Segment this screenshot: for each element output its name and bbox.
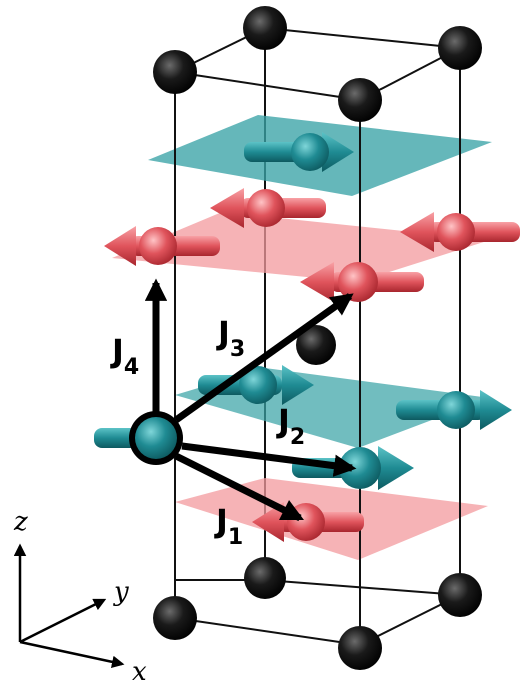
j4-label: J4 — [110, 332, 139, 380]
j2-label: J2 — [276, 402, 305, 450]
black-atom — [244, 557, 286, 599]
black-atom — [153, 50, 197, 94]
red-spin — [104, 226, 220, 266]
red-plane-upper — [112, 212, 490, 282]
j1-label: J1 — [214, 502, 243, 550]
x-axis-label: x — [132, 657, 147, 686]
black-atom — [243, 6, 287, 50]
black-atom — [338, 78, 382, 122]
red-spins-upper — [104, 188, 520, 302]
red-spin — [210, 188, 326, 228]
teal-spin-upper — [244, 132, 354, 172]
y-axis — [19, 598, 107, 644]
z-axis-label: z — [13, 507, 28, 537]
j2-vector — [181, 442, 357, 477]
y-axis-label: y — [113, 577, 129, 607]
reference-atom — [129, 411, 183, 465]
black-atoms — [153, 6, 482, 670]
coordinate-axes — [13, 543, 125, 669]
j3-vector — [173, 293, 354, 423]
x-axis — [19, 640, 125, 669]
red-spin — [300, 262, 424, 302]
black-atom — [296, 325, 336, 365]
red-spin — [400, 212, 520, 252]
teal-spin — [396, 390, 512, 430]
black-atom — [338, 626, 382, 670]
black-atom — [153, 596, 197, 640]
coupling-vectors — [144, 278, 357, 522]
black-atom — [438, 26, 482, 70]
black-atom — [438, 573, 482, 617]
j1-vector — [174, 452, 305, 522]
j3-label: J3 — [216, 314, 245, 362]
teal-spin — [292, 446, 414, 490]
